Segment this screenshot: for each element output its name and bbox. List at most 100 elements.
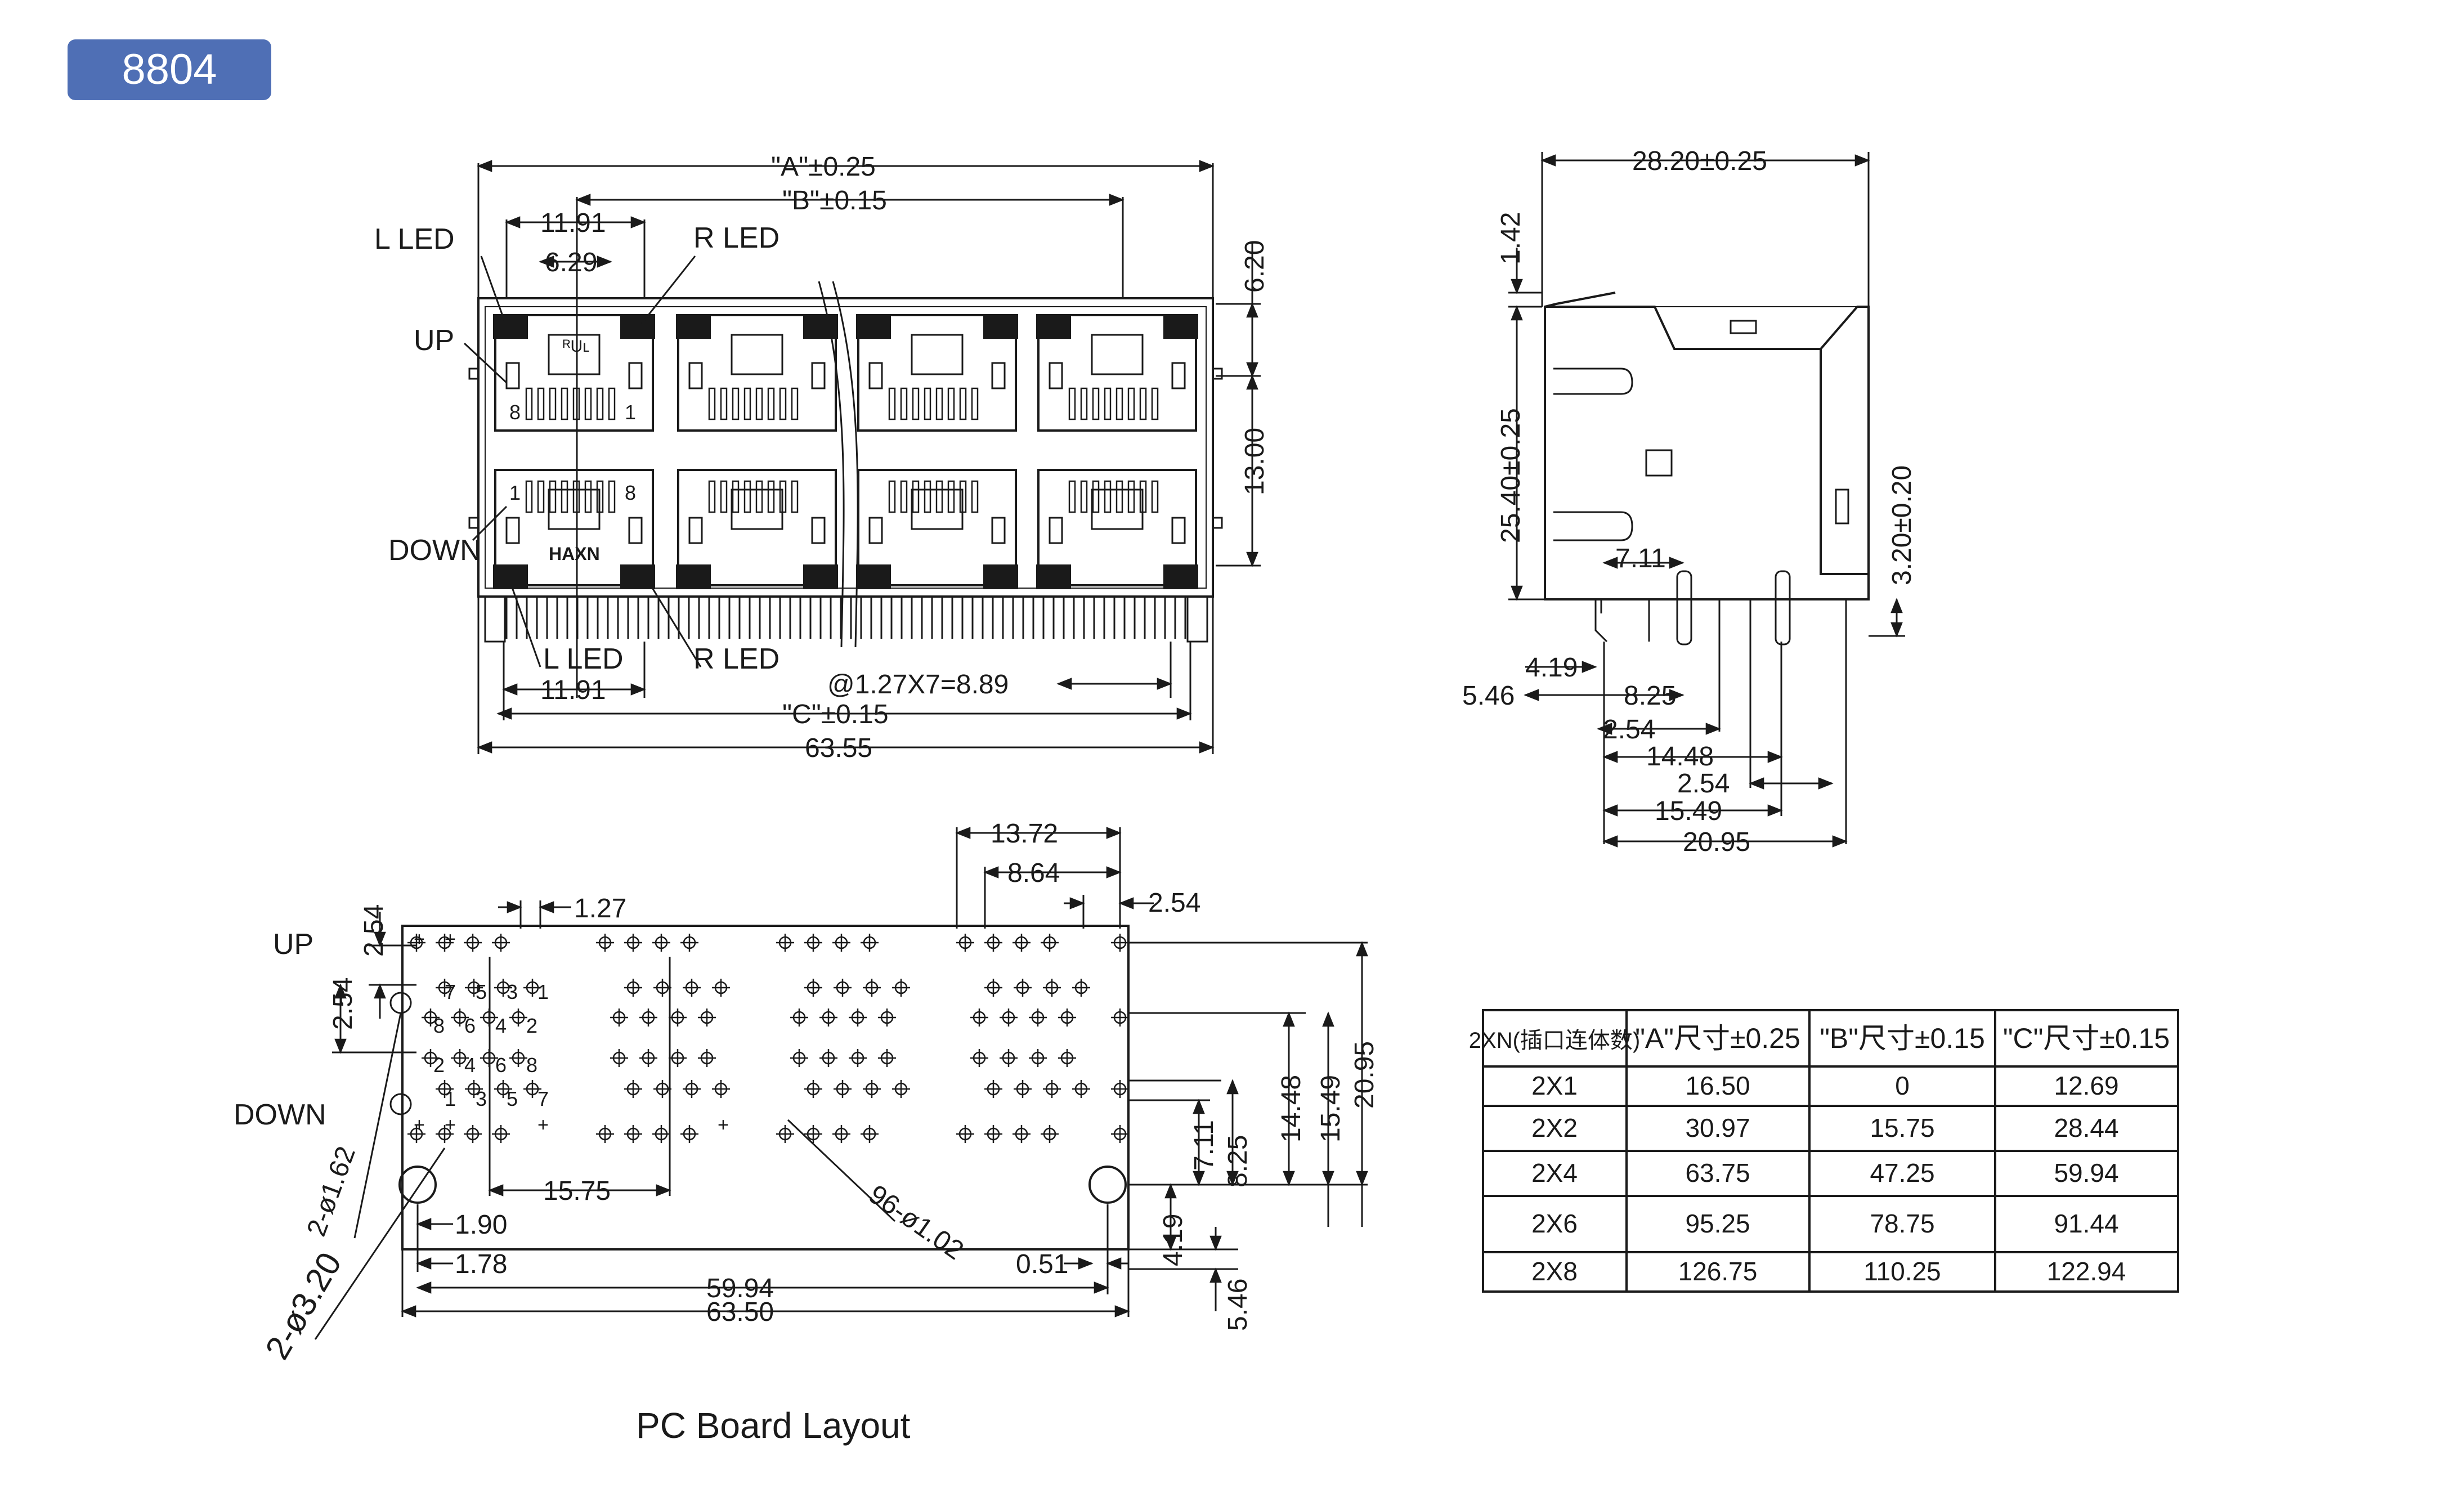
dim-11-91-top: 11.91 xyxy=(540,208,606,238)
dim-pcb-8-64: 8.64 xyxy=(1007,858,1060,888)
dim-side-14-48: 14.48 xyxy=(1646,742,1714,772)
table-cell: 2X8 xyxy=(1531,1257,1578,1286)
pcb-hole xyxy=(669,1049,687,1067)
pcb-hole xyxy=(984,934,1002,952)
pcb-hole xyxy=(1013,1125,1031,1143)
pcb-hole xyxy=(1043,979,1061,997)
pcb-hole xyxy=(624,934,642,952)
rj45-port xyxy=(676,314,838,432)
pcb-down-pin-number: 4 xyxy=(464,1054,476,1077)
rj45-port xyxy=(856,469,1018,589)
dim-a: "A"±0.25 xyxy=(771,152,876,182)
table-cell: 28.44 xyxy=(2054,1113,2118,1142)
front-dimension-lines xyxy=(463,160,1261,754)
pcb-hole xyxy=(698,1009,716,1027)
table-header-cell: "A"尺寸±0.25 xyxy=(1635,1023,1800,1054)
dimension-table: 2XN(插口连体数)"A"尺寸±0.25"B"尺寸±0.15"C"尺寸±0.15… xyxy=(1469,1009,2179,1293)
pcb-hole xyxy=(892,1080,910,1098)
dim-6-20: 6.20 xyxy=(1240,240,1270,293)
pcb-up-pin-number: 4 xyxy=(495,1014,507,1037)
pcb-down-pin-number: 3 xyxy=(476,1087,487,1110)
pcb-hole xyxy=(712,1080,730,1098)
pcb-hole xyxy=(776,934,794,952)
pcb-hole xyxy=(956,934,974,952)
pcb-up-pin-number: 7 xyxy=(445,980,456,1003)
dim-pcb-2-54-v1: 2.54 xyxy=(359,904,389,957)
dim-6-29: 6.29 xyxy=(545,248,597,277)
pcb-hole xyxy=(596,934,614,952)
label-pin8-bottom: 8 xyxy=(625,481,636,504)
pcb-hole xyxy=(849,1009,867,1027)
dim-pcb-hole-small: 2-ø1.62 xyxy=(302,1142,361,1240)
pcb-down-pin-number: 6 xyxy=(495,1054,507,1077)
pcb-hole xyxy=(653,979,671,997)
dim-pcb-2-54-v2: 2.54 xyxy=(328,978,358,1030)
dim-pcb-20-95: 20.95 xyxy=(1350,1041,1379,1109)
table-cell: 47.25 xyxy=(1870,1158,1934,1187)
pcb-hole xyxy=(1043,1080,1061,1098)
dim-c: "C"±0.15 xyxy=(782,700,889,729)
pcb-hole xyxy=(680,1125,698,1143)
side-dimension-text: 28.20±0.25 1.42 25.40±0.25 3.20±0.20 7.1… xyxy=(1462,146,1917,857)
pcb-hole xyxy=(683,979,701,997)
pcb-hole xyxy=(863,1080,881,1098)
pcb-hole xyxy=(683,1080,701,1098)
dim-pcb-15-49: 15.49 xyxy=(1316,1075,1346,1142)
pcb-hole xyxy=(1111,1125,1129,1143)
pcb-hole xyxy=(861,934,879,952)
pcb-up-pin-number: 8 xyxy=(433,1014,445,1037)
pcb-hole xyxy=(509,1049,527,1067)
dim-pcb-0-51: 0.51 xyxy=(1016,1249,1068,1279)
dim-side-5-46: 5.46 xyxy=(1462,681,1515,711)
pcb-down-pin-number: 2 xyxy=(433,1054,445,1077)
pcb-hole xyxy=(407,934,425,952)
side-dimension-lines xyxy=(1508,152,1905,848)
rj45-port xyxy=(1036,314,1198,432)
table-header-cell: "B"尺寸±0.15 xyxy=(1820,1023,1985,1054)
pcb-layout xyxy=(389,925,1130,1250)
dim-pcb-2-54-right: 2.54 xyxy=(1148,888,1200,918)
pcb-hole xyxy=(1111,934,1129,952)
pcb-hole xyxy=(804,1080,822,1098)
pcb-hole xyxy=(436,979,454,997)
pcb-hole xyxy=(1041,934,1059,952)
pcb-hole xyxy=(464,1125,482,1143)
table-header-cell: 2XN(插口连体数) xyxy=(1469,1028,1640,1053)
pcb-up-pin-number: 2 xyxy=(526,1014,537,1037)
dim-side-2-54a: 2.54 xyxy=(1603,715,1655,745)
pcb-hole xyxy=(1111,1080,1129,1098)
table-cell: 2X2 xyxy=(1531,1113,1578,1142)
pcb-hole xyxy=(494,1080,512,1098)
dim-pcb-holes: 96-ø1.02 xyxy=(863,1180,969,1266)
pcb-hole xyxy=(970,1049,988,1067)
label-l-led-top: L LED xyxy=(374,223,455,256)
table-cell: 91.44 xyxy=(2054,1209,2118,1238)
pcb-hole xyxy=(834,979,852,997)
pcb-hole xyxy=(451,1009,469,1027)
dim-side-20-95: 20.95 xyxy=(1683,827,1750,857)
pcb-hole xyxy=(509,1009,527,1027)
brand-mark: HAXN xyxy=(549,544,600,564)
pcb-hole xyxy=(653,1080,671,1098)
dim-side-7-11: 7.11 xyxy=(1615,544,1666,573)
pcb-hole xyxy=(1014,979,1032,997)
pcb-hole xyxy=(652,1125,670,1143)
dim-pcb-13-72: 13.72 xyxy=(991,819,1058,849)
plus-mark: + xyxy=(537,1114,549,1136)
table-cell: 16.50 xyxy=(1685,1071,1750,1100)
pcb-down-pin-number: 7 xyxy=(537,1087,549,1110)
pcb-hole xyxy=(712,979,730,997)
table-cell: 110.25 xyxy=(1863,1257,1941,1286)
pcb-down-pin-number: 5 xyxy=(507,1087,518,1110)
pcb-hole xyxy=(834,1080,852,1098)
dim-pcb-1-27: 1.27 xyxy=(574,894,626,924)
pcb-hole xyxy=(892,979,910,997)
pcb-hole xyxy=(804,1125,822,1143)
dim-tab: 1.42 xyxy=(1496,212,1526,265)
pcb-hole xyxy=(804,934,822,952)
table-cell: 63.75 xyxy=(1685,1158,1750,1187)
pcb-hole xyxy=(861,1125,879,1143)
pcb-hole xyxy=(1111,1009,1129,1027)
pcb-hole xyxy=(819,1049,837,1067)
table-cell: 122.94 xyxy=(2047,1257,2126,1286)
